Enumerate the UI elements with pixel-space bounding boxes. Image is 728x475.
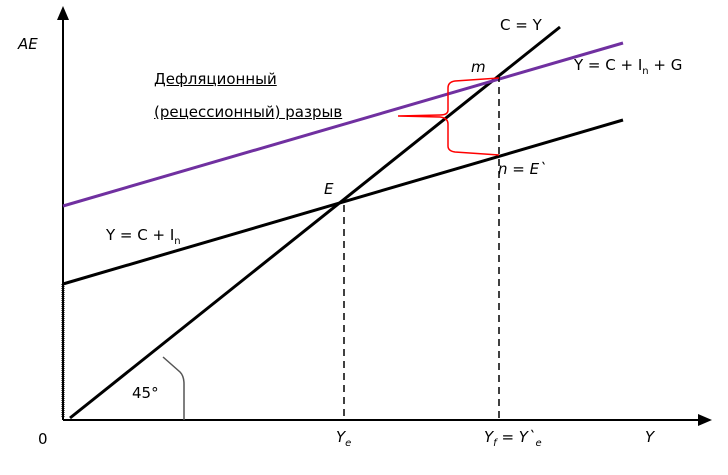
yf-tail-sub: e — [535, 438, 542, 449]
line-c-plus-in — [62, 118, 624, 286]
line-g-label: Y = C + In + G — [574, 56, 682, 77]
yf-tail: = Y` — [496, 428, 536, 446]
gap-brace — [397, 77, 500, 156]
ye-label: Ye — [336, 428, 351, 449]
line-g-text: Y = C + I — [574, 56, 643, 74]
ye-text: Y — [336, 428, 346, 446]
line-g-sub: n — [642, 66, 649, 77]
point-e-label: E — [324, 180, 334, 198]
line-ci-text: Y = C + I — [106, 226, 175, 244]
gap-label-line2: (рецессионный) разрыв — [154, 103, 343, 121]
gap-label-line1: Дефляционный — [154, 70, 277, 88]
line-ci-label: Y = C + In — [106, 226, 181, 247]
line-g-tail: + G — [648, 56, 683, 74]
point-n-label: n = E` — [498, 160, 547, 178]
line-ci-sub: n — [174, 236, 181, 247]
origin-label: 0 — [38, 430, 48, 448]
yf-text: Y — [484, 428, 494, 446]
angle-label: 45° — [132, 384, 159, 402]
point-m-label: m — [471, 58, 486, 76]
ye-sub: e — [345, 438, 352, 449]
line-c-plus-in-plus-g — [62, 41, 624, 208]
yf-sub: f — [493, 438, 497, 449]
line-45-degree — [69, 25, 561, 420]
line-45-label: C = Y — [500, 16, 542, 34]
x-axis-label: Y — [645, 428, 655, 446]
y-axis-arrow — [57, 6, 69, 20]
y-axis-label: AE — [18, 35, 38, 53]
yf-label: Yf = Y`e — [484, 428, 542, 449]
x-axis-arrow — [698, 414, 712, 426]
angle-marker — [162, 356, 185, 420]
